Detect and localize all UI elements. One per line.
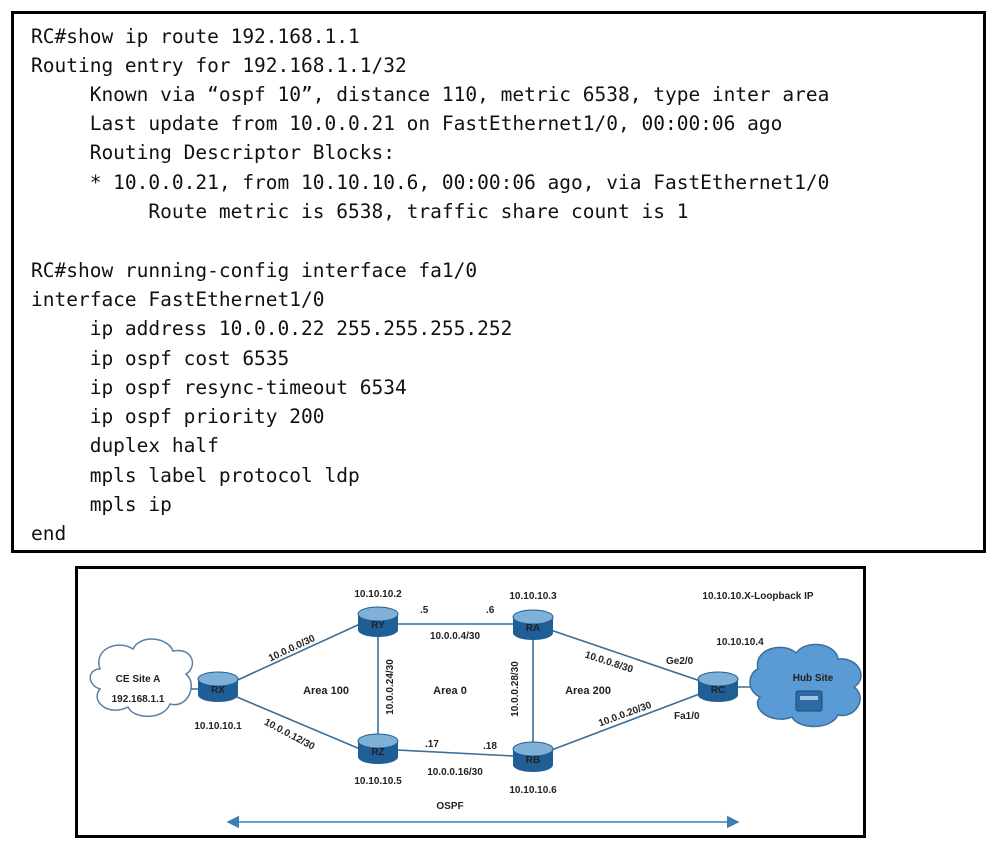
cli-line: Route metric is 6538, traffic share coun… bbox=[31, 200, 689, 223]
router-icon bbox=[357, 606, 399, 622]
router-name: RA bbox=[526, 623, 540, 634]
router-icon bbox=[512, 741, 554, 757]
router-loopback: 10.10.10.4 bbox=[716, 637, 764, 648]
protocol-label: OSPF bbox=[436, 801, 463, 812]
hub-site-name: Hub Site bbox=[793, 673, 834, 684]
ce-site-cloud: CE Site A 192.168.1.1 bbox=[89, 638, 194, 718]
router-ra: RA 10.10.10.3 bbox=[509, 591, 557, 640]
router-loopback: 10.10.10.3 bbox=[509, 591, 557, 602]
router-loopback: 10.10.10.5 bbox=[354, 776, 402, 787]
cli-line: ip address 10.0.0.22 255.255.255.252 bbox=[31, 317, 513, 340]
subnet-label: 10.0.0.8/30 bbox=[583, 650, 634, 676]
cli-line: interface FastEthernet1/0 bbox=[31, 288, 325, 311]
router-rc: RC 10.10.10.4 bbox=[697, 637, 764, 702]
server-icon bbox=[795, 690, 823, 712]
cli-line: Known via “ospf 10”, distance 110, metri… bbox=[31, 83, 830, 106]
interface-label: Fa1/0 bbox=[674, 711, 700, 722]
host-octet: .5 bbox=[420, 605, 429, 616]
host-octet: .6 bbox=[486, 605, 495, 616]
server-slot bbox=[800, 696, 818, 700]
subnet-label: 10.0.0.12/30 bbox=[262, 717, 317, 753]
router-icon bbox=[697, 671, 739, 687]
link-rx-rz bbox=[217, 688, 361, 750]
links bbox=[158, 623, 758, 758]
router-loopback: 10.10.10.6 bbox=[509, 785, 557, 796]
router-base bbox=[698, 688, 738, 702]
area-label: Area 100 bbox=[303, 685, 349, 697]
cli-line: Routing Descriptor Blocks: bbox=[31, 141, 395, 164]
cli-output-panel: RC#show ip route 192.168.1.1 Routing ent… bbox=[11, 11, 986, 553]
subnet-label: 10.0.0.4/30 bbox=[430, 631, 480, 642]
router-name: RZ bbox=[371, 747, 384, 758]
router-name: RY bbox=[371, 620, 385, 631]
cli-line: * 10.0.0.21, from 10.10.10.6, 00:00:06 a… bbox=[31, 171, 830, 194]
ce-site-name: CE Site A bbox=[116, 674, 161, 685]
router-ry: RY 10.10.10.2 bbox=[354, 589, 402, 637]
router-name: RX bbox=[211, 685, 225, 696]
router-name: RC bbox=[711, 685, 725, 696]
link-rx-ry bbox=[217, 623, 361, 690]
link-ra-rc bbox=[532, 623, 719, 688]
router-rb: RB 10.10.10.6 bbox=[509, 741, 557, 796]
router-base bbox=[513, 758, 553, 772]
link-rz-rb bbox=[377, 748, 534, 758]
network-topology-svg: CE Site A 192.168.1.1 Hub Site RX 10.10.… bbox=[89, 589, 862, 829]
router-icon bbox=[357, 733, 399, 749]
legend-title: 10.10.10.X-Loopback IP bbox=[702, 591, 813, 602]
cli-line: mpls label protocol ldp bbox=[31, 464, 360, 487]
host-octet: .18 bbox=[483, 741, 497, 752]
ce-site-address: 192.168.1.1 bbox=[112, 694, 165, 705]
cli-line: duplex half bbox=[31, 434, 219, 457]
router-rz: RZ 10.10.10.5 bbox=[354, 733, 402, 787]
router-icon bbox=[512, 609, 554, 625]
router-base bbox=[358, 623, 398, 637]
router-name: RB bbox=[526, 755, 540, 766]
cli-line: end bbox=[31, 522, 67, 545]
area-label: Area 0 bbox=[433, 685, 467, 697]
cloud-icon bbox=[749, 643, 862, 728]
router-loopback: 10.10.10.2 bbox=[354, 589, 402, 600]
cli-line: mpls ip bbox=[31, 493, 172, 516]
cli-line: Last update from 10.0.0.21 on FastEthern… bbox=[31, 112, 783, 135]
subnet-label: 10.0.0.16/30 bbox=[427, 767, 483, 778]
interface-label: Ge2/0 bbox=[666, 656, 694, 667]
network-diagram-panel: CE Site A 192.168.1.1 Hub Site RX 10.10.… bbox=[75, 566, 866, 838]
cli-line: ip ospf resync-timeout 6534 bbox=[31, 376, 407, 399]
router-base bbox=[358, 750, 398, 764]
router-icon bbox=[197, 671, 239, 687]
hub-site-cloud: Hub Site bbox=[749, 643, 862, 728]
cli-line: Routing entry for 192.168.1.1/32 bbox=[31, 54, 407, 77]
router-base bbox=[513, 626, 553, 640]
router-rx: RX 10.10.10.1 bbox=[194, 671, 242, 732]
area-label: Area 200 bbox=[565, 685, 611, 697]
router-base bbox=[198, 688, 238, 702]
cloud-icon bbox=[89, 638, 194, 718]
cli-line: RC#show ip route 192.168.1.1 bbox=[31, 25, 360, 48]
cli-line: ip ospf priority 200 bbox=[31, 405, 325, 428]
cli-line: RC#show running-config interface fa1/0 bbox=[31, 259, 478, 282]
subnet-label: 10.0.0.24/30 bbox=[385, 659, 396, 715]
router-loopback: 10.10.10.1 bbox=[194, 721, 242, 732]
subnet-label: 10.0.0.0/30 bbox=[267, 633, 317, 664]
cli-line: ip ospf cost 6535 bbox=[31, 347, 290, 370]
link-rb-rc bbox=[532, 686, 719, 758]
subnet-label: 10.0.0.28/30 bbox=[510, 661, 521, 717]
host-octet: .17 bbox=[425, 739, 439, 750]
